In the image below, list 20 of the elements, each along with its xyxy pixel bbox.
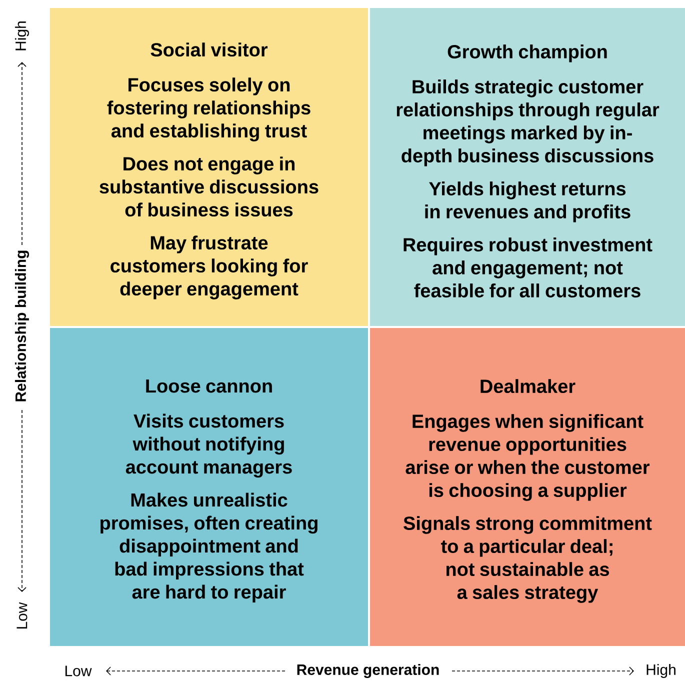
axis-end-label: Low [65,666,92,676]
axis-end-label: High [646,664,676,678]
quadrant-title: Social visitor [150,42,268,57]
description-text: Engages when significant revenue opportunities arise or when the customer is choosing a supplier [406,414,650,501]
description-text: Does not engage in substantive discussions of business issues [100,156,318,217]
axis-end-label: Low [16,602,28,629]
description-text: Focuses solely on fostering relationships and establishing trust [107,78,310,142]
description-text: May frustrate customers looking for deeper engagement [110,236,308,300]
axis-title: Revenue generation [297,664,439,678]
quadrant-title: Growth champion [448,44,607,62]
description-text: Builds strategic customer relationships through regular meetings marked by in-depth business discussions [396,80,660,166]
axis-end-label: High [15,22,29,50]
description-text: Yields highest returns in revenues and profits [425,182,630,222]
axis-title: Relationship building [14,250,30,402]
quadrant-title: Loose cannon [146,380,272,393]
quadrant-title: Dealmaker [480,379,576,394]
description-text: Requires robust investment and engagement; not feasible for all customers [404,238,652,298]
description-text: Visits customers without notifying account managers [126,414,292,478]
description-text: Makes unrealistic promises, often creating disappointment and bad impressions that are hard to repair [100,492,318,602]
description-text: Signals strong commitment to a particular deal; not sustainable as a sales strategy [404,516,652,603]
